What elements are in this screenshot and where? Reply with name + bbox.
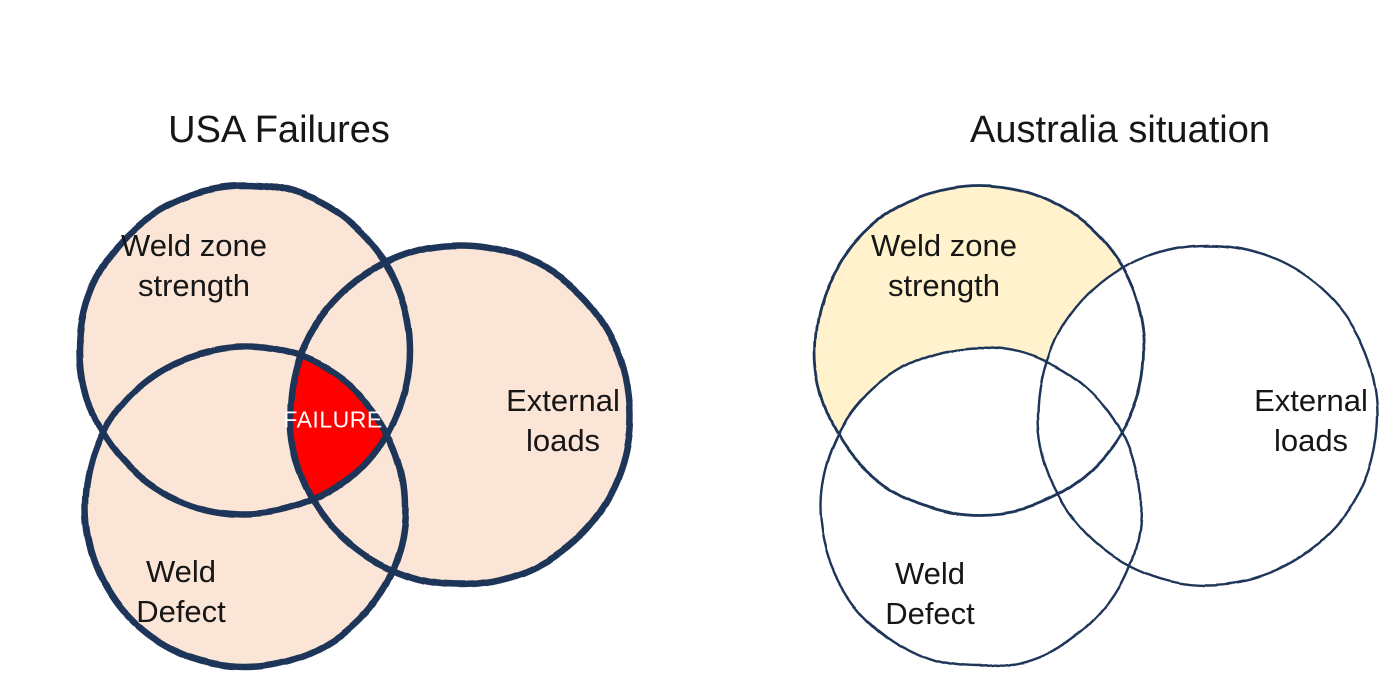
label-line: Defect [885,596,975,631]
label-line: Weld zone [121,228,267,263]
australia-weld-zone-strength-label: Weld zone strength [871,226,1017,306]
label-line: External [506,383,620,418]
failure-label: FAILURE [283,406,383,433]
australia-external-loads-outline [1036,243,1380,587]
australia-venn [813,183,1380,669]
label-line: strength [137,268,250,303]
label-line: loads [525,423,601,458]
australia-weld-zone-strength-outline [813,183,1147,517]
label-line: Weld [894,556,966,591]
usa-venn [76,181,634,671]
australia-weld-defect-circle [820,347,1140,667]
usa-external-loads-label: External loads [506,381,620,461]
australia-title: Australia situation [970,109,1270,151]
label-line: External [1254,383,1368,418]
australia-weld-defect-outline [818,345,1142,669]
label-line: strength [887,268,1000,303]
usa-weld-defect-outline [81,343,409,671]
label-line: Weld [145,554,217,589]
usa-weld-zone-strength-outline [76,181,414,519]
australia-weld-defect-label: Weld Defect [885,554,975,634]
usa-external-loads-outline [286,241,634,589]
label-line: Defect [136,594,226,629]
usa-weld-defect-label: Weld Defect [136,552,226,632]
label-line: loads [1273,423,1349,458]
usa-weld-zone-strength-label: Weld zone strength [121,226,267,306]
usa-title: USA Failures [168,109,390,151]
australia-external-loads-label: External loads [1254,381,1368,461]
label-line: Weld zone [871,228,1017,263]
failure-intersection-region [290,347,405,515]
